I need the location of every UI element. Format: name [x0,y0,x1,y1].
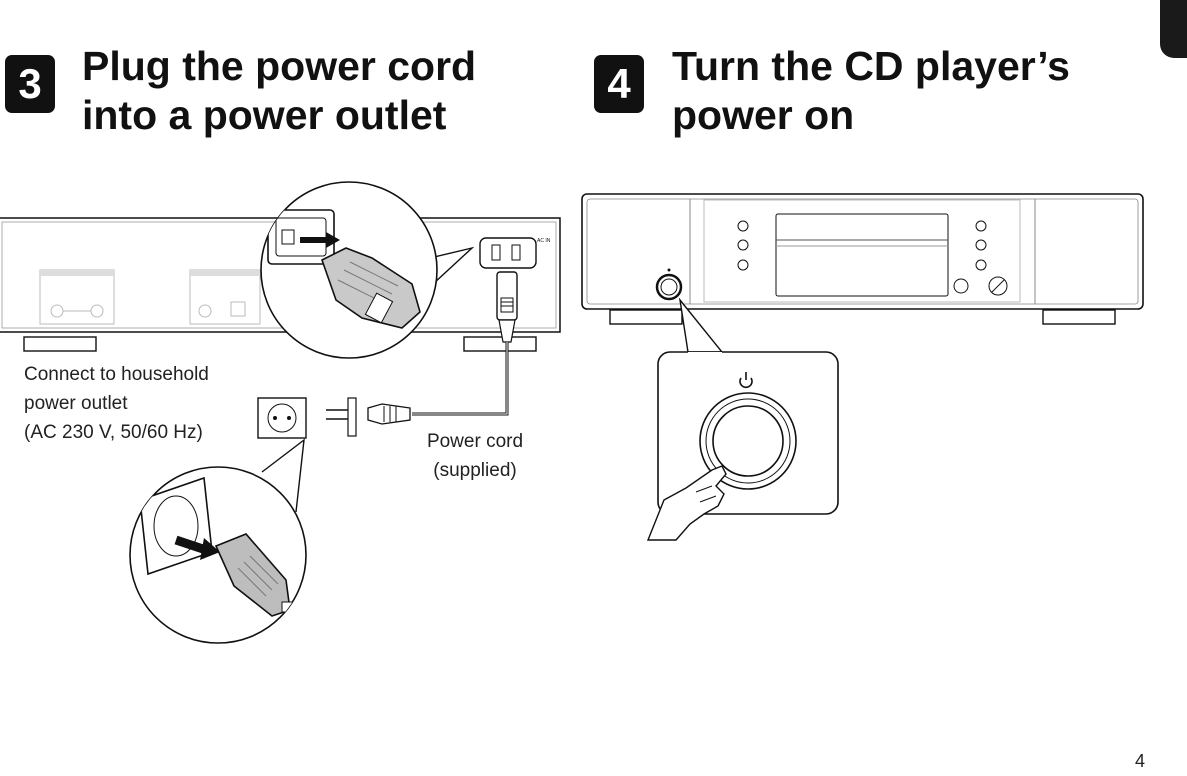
power-button-zoom [646,297,839,541]
svg-text:AC IN: AC IN [537,238,551,244]
inlet-zoom-bubble [260,181,475,359]
step-4-title-line2: power on [672,92,855,138]
step-3-title-line2: into a power outlet [82,92,447,138]
step-3-title-line1: Plug the power cord [82,43,477,89]
power-cord [412,271,518,416]
power-cord-label-line1: Power cord [426,431,524,452]
outlet-zoom-bubble [129,438,307,644]
power-cord-label: Power cord (supplied) [420,427,530,485]
page-number: 4 [1134,751,1145,771]
step-4-title-line1: Turn the CD player’s [672,43,1070,89]
step-3-title: Plug the power cord into a power outlet [82,42,476,140]
wall-outlet [257,397,307,439]
power-cord-label-line2: (supplied) [433,460,517,481]
outlet-label-line1: Connect to household [24,364,209,385]
step-4-badge: 4 [594,55,644,113]
outlet-label-line3: (AC 230 V, 50/60 Hz) [24,422,203,443]
front-panel-illustration [581,193,1144,325]
outlet-label: Connect to household power outlet (AC 23… [24,360,209,447]
step-4-title: Turn the CD player’s power on [672,42,1070,140]
section-tab [1160,0,1187,58]
euro-plug [326,397,411,437]
outlet-label-line2: power outlet [24,393,128,414]
step-3-badge: 3 [5,55,55,113]
